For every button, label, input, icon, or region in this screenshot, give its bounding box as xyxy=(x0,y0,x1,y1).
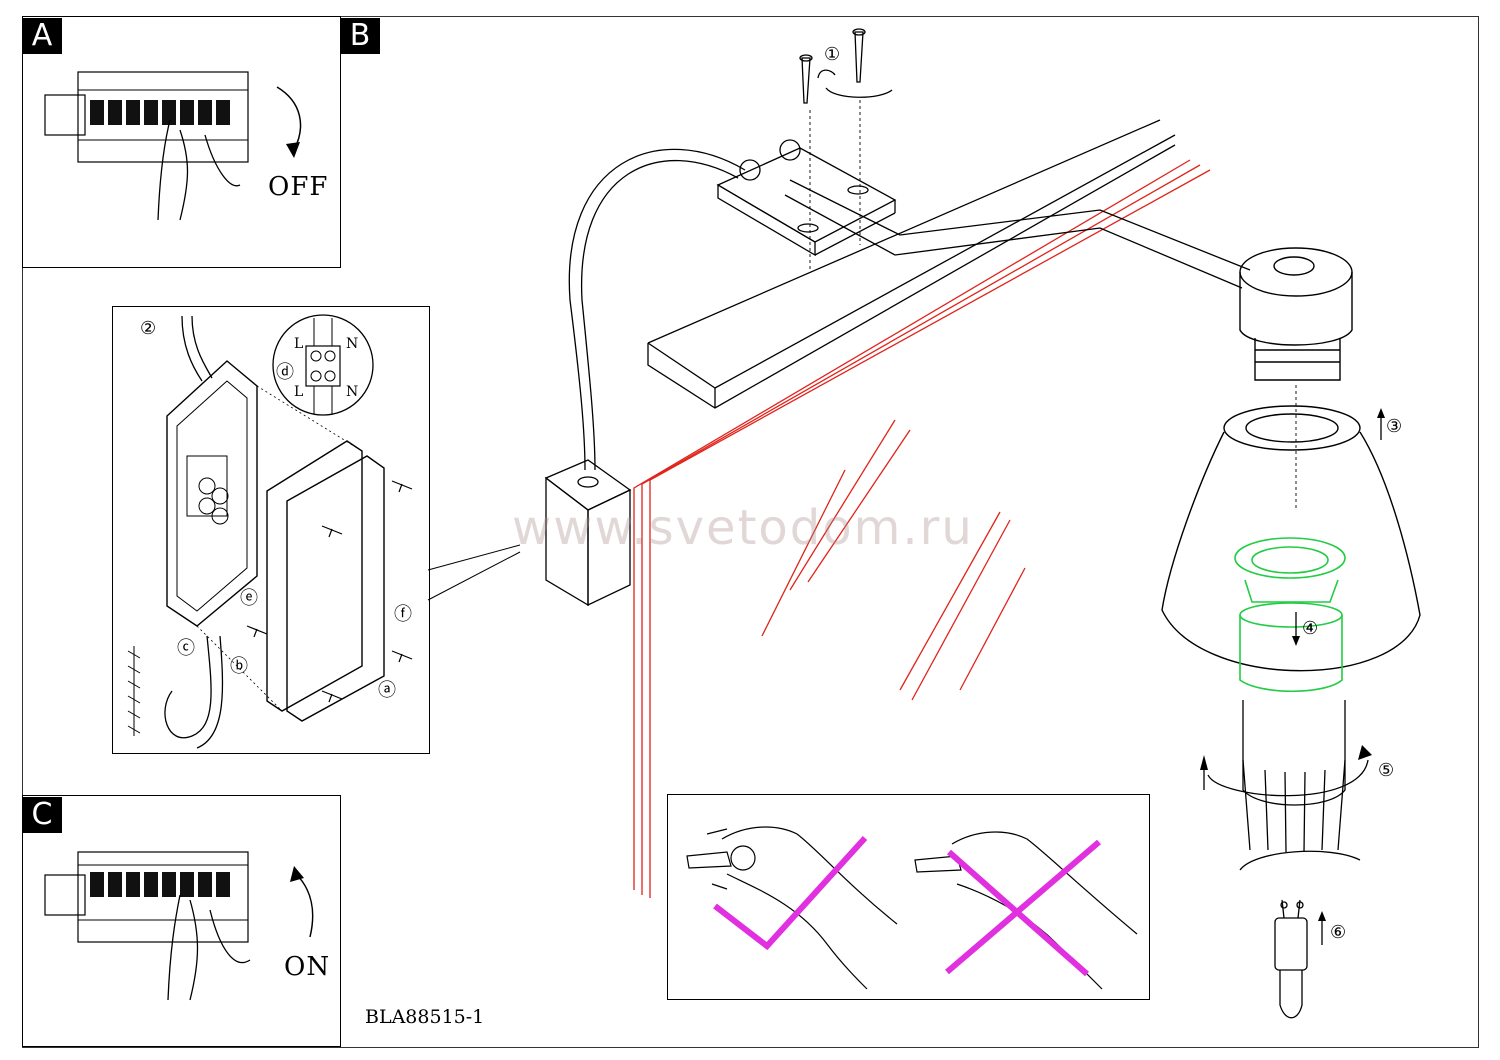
panel-c-tag: C xyxy=(22,797,62,833)
step-1-label: ① xyxy=(824,44,841,65)
step-5-label: ⑤ xyxy=(1378,760,1395,781)
model-code: BLA88515-1 xyxy=(365,1006,485,1028)
arrow-down-icon xyxy=(276,86,302,158)
step-2-label: ② xyxy=(140,318,157,339)
step-d-label: ⓓ xyxy=(276,362,294,383)
watermark: www.svetodom.ru xyxy=(512,500,974,556)
step-a-label: ⓐ xyxy=(378,680,396,701)
terminal-l-top: L xyxy=(294,336,304,352)
breaker-off-illustration xyxy=(44,71,249,221)
off-label: OFF xyxy=(268,172,329,202)
junction-box-illustration xyxy=(127,315,413,749)
arrow-up-icon xyxy=(290,866,314,938)
panel-b-tag: B xyxy=(340,18,380,54)
breaker-on-illustration xyxy=(44,851,251,1001)
terminal-l-bottom: L xyxy=(294,384,304,400)
step-3-label: ③ xyxy=(1386,416,1403,437)
terminal-n-top: N xyxy=(346,336,359,352)
step-b-label: ⓑ xyxy=(230,656,248,677)
terminal-inset xyxy=(272,314,374,416)
panel-a xyxy=(22,16,341,268)
terminal-n-bottom: N xyxy=(346,384,359,400)
step-c-label: ⓒ xyxy=(177,638,195,659)
panel-a-tag: A xyxy=(22,18,62,54)
step-6-label: ⑥ xyxy=(1330,922,1347,943)
panel-c xyxy=(22,795,341,1047)
step-f-label: ⓕ xyxy=(394,604,412,625)
on-label: ON xyxy=(284,952,331,982)
step-e-label: ⓔ xyxy=(240,588,258,609)
step-4-label: ④ xyxy=(1302,618,1319,639)
handling-illustration xyxy=(686,826,1138,990)
